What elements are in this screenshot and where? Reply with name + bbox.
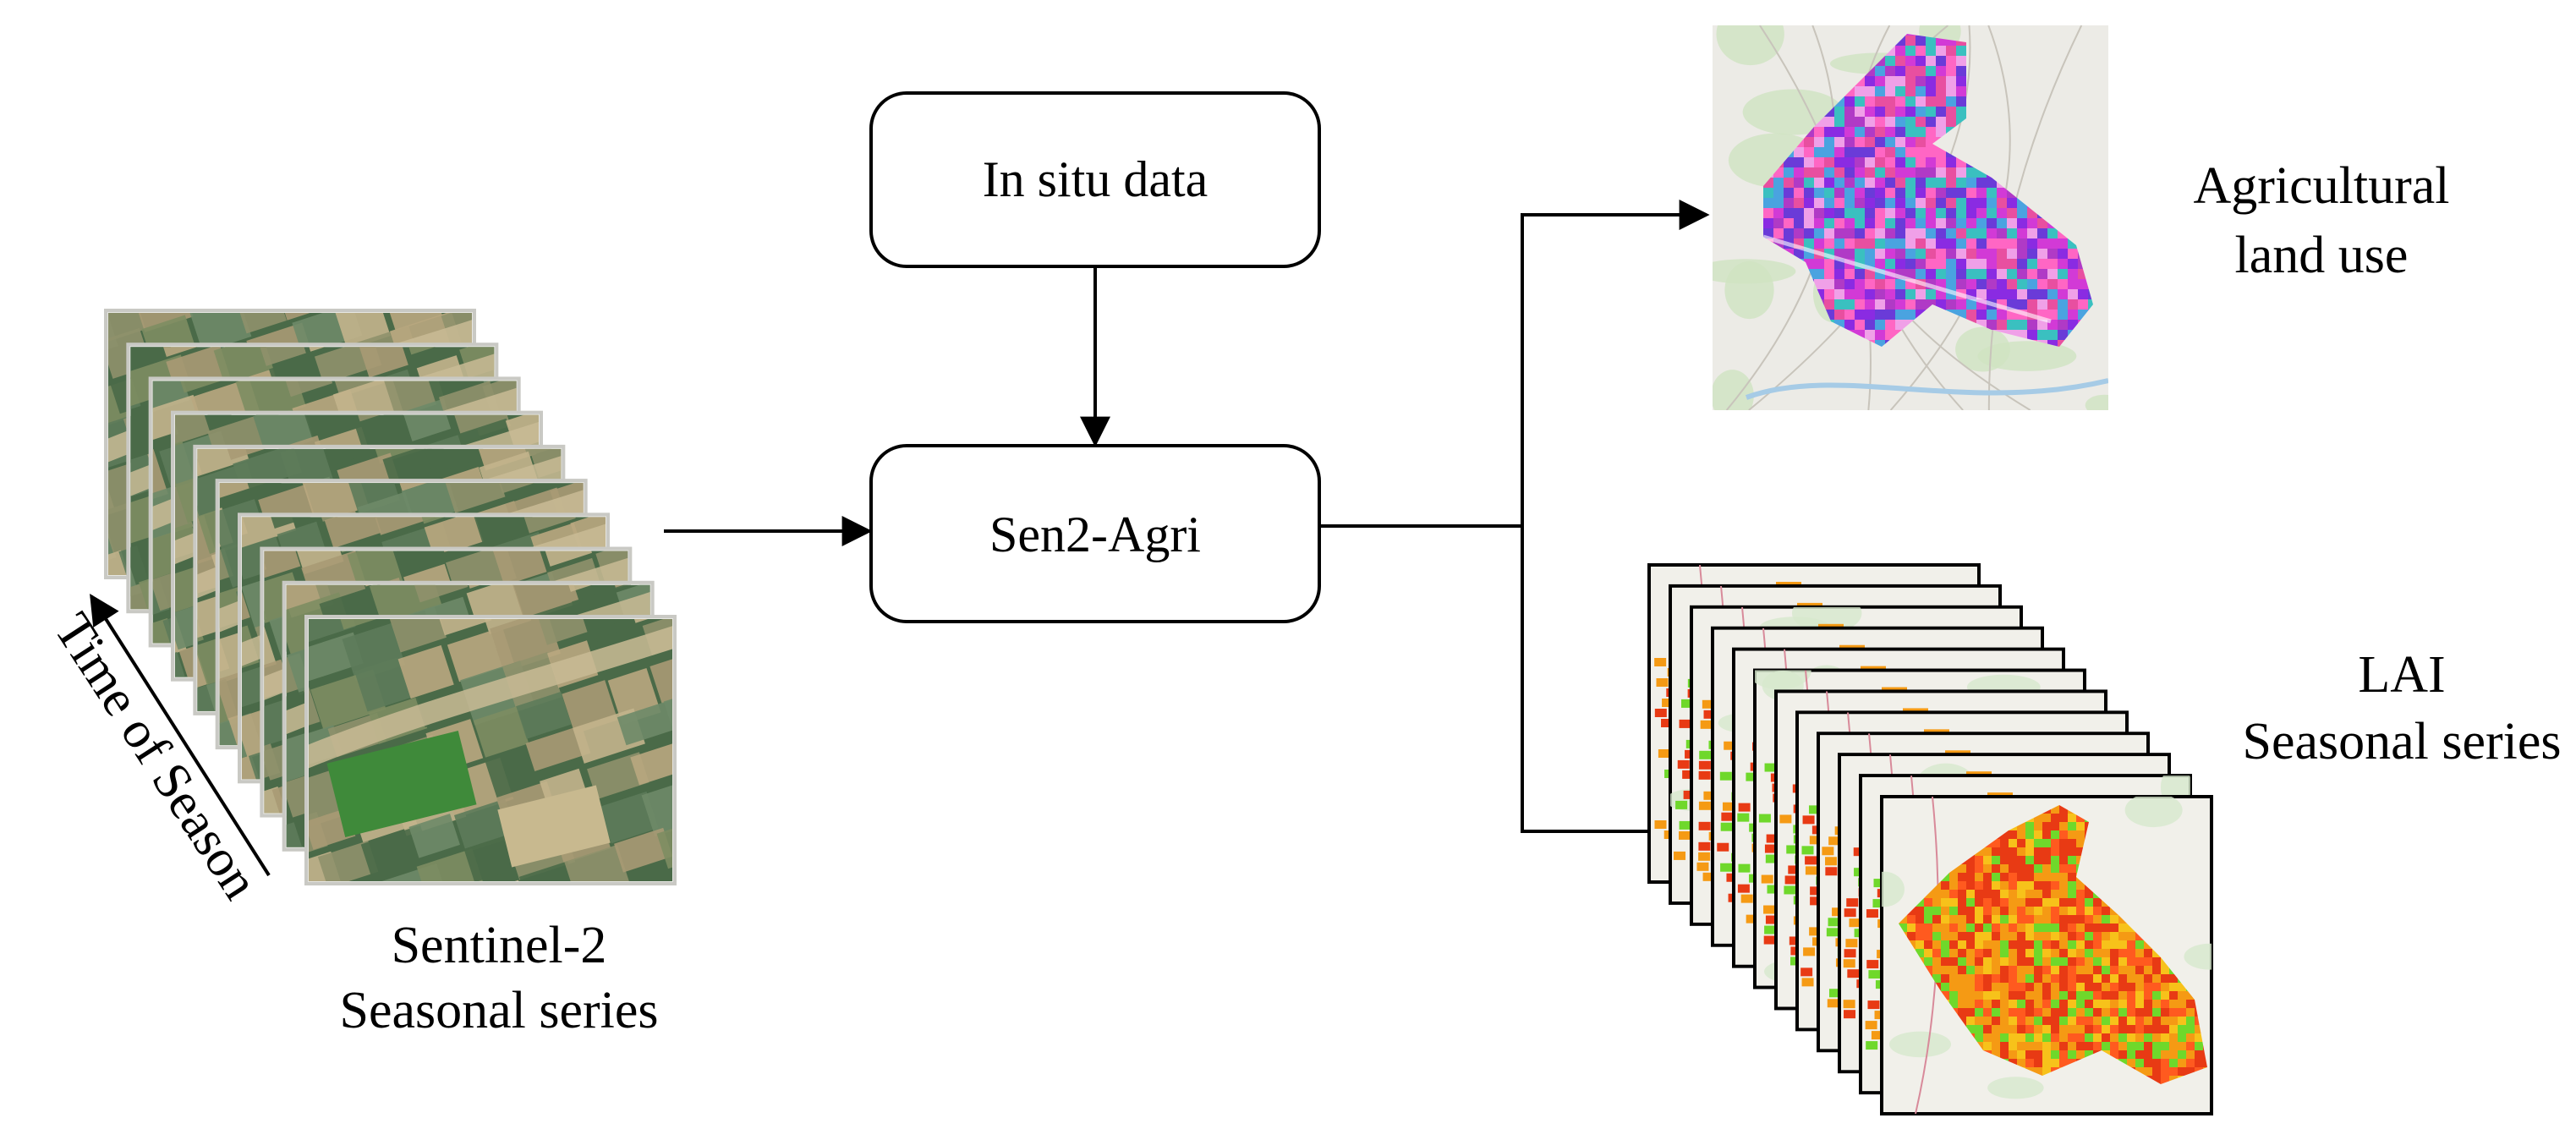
sen2agri-node: Sen2-Agri — [869, 444, 1321, 623]
lai-map-stack — [1647, 563, 2213, 1115]
land-use-map — [1713, 25, 2108, 410]
sentinel-image-stack — [104, 309, 677, 885]
sentinel-caption-line1: Sentinel-2 — [392, 917, 607, 974]
lai-caption-line1: LAI — [2358, 646, 2445, 704]
in-situ-data-label: In situ data — [983, 151, 1209, 207]
sentinel-caption-line2: Seasonal series — [339, 982, 658, 1039]
lai-caption-line2: Seasonal series — [2242, 713, 2561, 770]
landuse-caption-line2: land use — [2235, 227, 2409, 284]
sen2agri-label: Sen2-Agri — [989, 507, 1201, 562]
in-situ-data-node: In situ data — [869, 91, 1321, 268]
sentinel-frame — [304, 615, 677, 885]
landuse-caption-line1: Agricultural — [2193, 157, 2449, 215]
time-axis-arrow — [90, 593, 271, 877]
lai-frame — [1880, 795, 2213, 1115]
